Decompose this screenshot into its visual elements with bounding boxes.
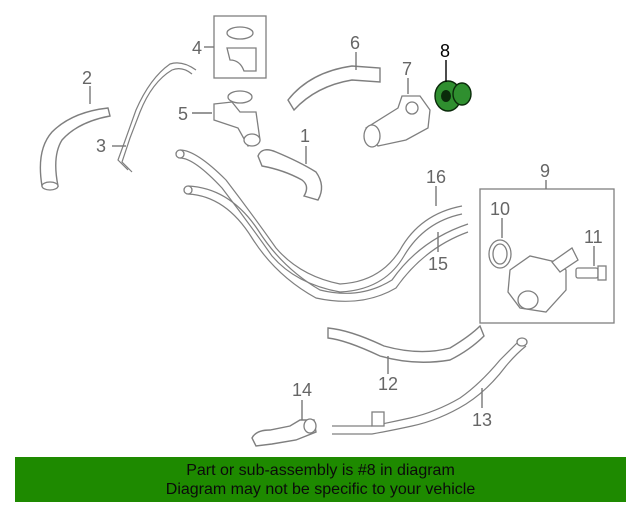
callout-3[interactable]: 3 <box>96 136 106 156</box>
leader-lines <box>89 46 595 420</box>
part-7-housing[interactable] <box>363 95 431 148</box>
callout-15[interactable]: 15 <box>428 254 448 274</box>
part-13-pipe[interactable] <box>332 337 528 435</box>
part-9-housing-body <box>507 247 579 313</box>
part-5-connector[interactable] <box>213 90 261 147</box>
part-12-hose[interactable] <box>327 324 485 363</box>
part-2-hose[interactable] <box>39 107 111 187</box>
callout-10[interactable]: 10 <box>490 199 510 219</box>
callout-9[interactable]: 9 <box>540 161 550 181</box>
callout-13[interactable]: 13 <box>472 410 492 430</box>
part-15-pipe[interactable] <box>183 185 469 302</box>
part-10-o-ring-inner <box>492 243 508 265</box>
banner-line-1: Part or sub-assembly is #8 in diagram <box>186 462 455 479</box>
callout-14[interactable]: 14 <box>292 380 312 400</box>
callout-2[interactable]: 2 <box>82 68 92 88</box>
callout-16[interactable]: 16 <box>426 167 446 187</box>
callout-6[interactable]: 6 <box>350 33 360 53</box>
part-11-sensor[interactable] <box>575 265 607 281</box>
part-4-gasket-kit[interactable] <box>213 15 267 79</box>
part-1-hose[interactable] <box>257 149 323 201</box>
callout-8[interactable]: 8 <box>440 41 450 61</box>
part-2-hose-end <box>41 181 59 191</box>
callout-7[interactable]: 7 <box>402 59 412 79</box>
callout-11[interactable]: 11 <box>584 227 603 247</box>
part-16-pipe[interactable] <box>175 149 463 293</box>
part-14-hose-end <box>303 418 317 434</box>
callout-5[interactable]: 5 <box>178 104 188 124</box>
callout-1[interactable]: 1 <box>300 126 310 146</box>
part-8-thermostat[interactable] <box>434 80 472 112</box>
part-14-hose[interactable] <box>251 419 317 447</box>
callout-4[interactable]: 4 <box>192 38 202 58</box>
banner-line-2: Diagram may not be specific to your vehi… <box>165 481 476 498</box>
parts-diagram: 2 3 4 5 6 7 8 1 16 15 9 10 11 12 13 14 <box>39 15 615 447</box>
callout-12[interactable]: 12 <box>378 374 398 394</box>
info-banner: Part or sub-assembly is #8 in diagram Di… <box>15 457 626 502</box>
part-3-tube[interactable] <box>117 62 197 173</box>
part-6-hose[interactable] <box>287 65 381 112</box>
